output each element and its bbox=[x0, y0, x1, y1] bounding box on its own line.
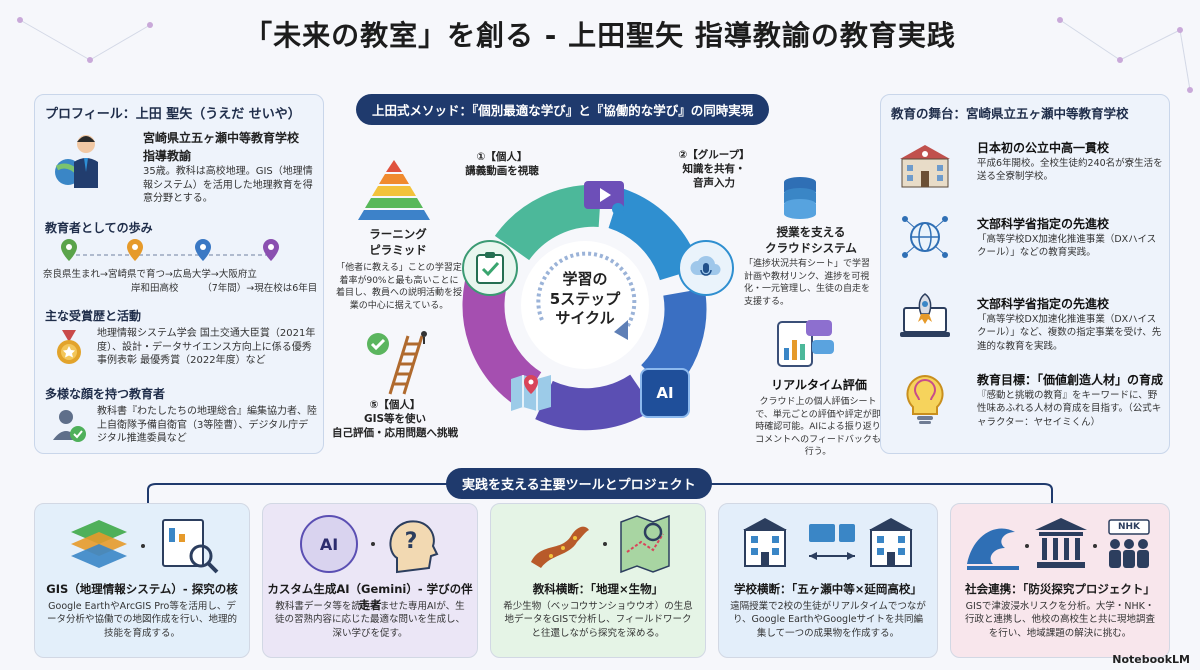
school-item-3-title: 教育目標：「価値創造人材」の育成 bbox=[977, 373, 1164, 387]
card-disaster-title: 社会連携：「防災探究プロジェクト」 bbox=[965, 582, 1155, 596]
card-disaster-desc: GISで津波浸水リスクを分析。大学・NHK・行政と連携し、他校の高校生と共に現地… bbox=[964, 601, 1155, 639]
learning-pyramid-icon bbox=[358, 160, 430, 220]
school-item-1-title: 文部科学省指定の先進校 bbox=[977, 217, 1110, 231]
realtime-desc: クラウド上の個人評価シートで、単元ごとの評価や評定が即時確認可能。AIによる振り… bbox=[755, 397, 881, 458]
cloud-mic-icon bbox=[678, 240, 734, 296]
nhk-badge: NHK bbox=[1117, 522, 1141, 532]
cycle-title: 学習の 5ステップ サイクル bbox=[549, 270, 621, 327]
tools-header: 実践を支える主要ツールとプロジェクト bbox=[446, 468, 712, 499]
ai-chip-icon: AI bbox=[640, 368, 690, 418]
profile-header: プロフィール：上田 聖矢（うえだ せいや） bbox=[45, 107, 301, 122]
awards-desc: 地理情報システム学会 国土交通大臣賞（2021年度）、設計・データサイエンス方向… bbox=[97, 328, 316, 366]
card-cross-school-desc: 遠隔授業で2校の生徒がリアルタイムでつながり、Google EarthやGoog… bbox=[730, 601, 926, 639]
school-item-2-title: 文部科学省指定の先進校 bbox=[977, 297, 1110, 311]
school-header: 教育の舞台：宮崎県立五ヶ瀬中等教育学校 bbox=[891, 106, 1129, 121]
career-title: 教育者としての歩み bbox=[45, 221, 153, 235]
globe-network-icon bbox=[897, 209, 953, 265]
school-item-0-desc: 平成6年開校。全校生徒約240名が寮生活を送る全寮制学校。 bbox=[977, 158, 1163, 183]
notebooklm-brand: NotebookLM bbox=[1112, 653, 1190, 666]
faces-title: 多様な顔を持つ教育者 bbox=[45, 387, 166, 401]
medal-icon bbox=[49, 327, 89, 367]
pyramid-desc: 「他者に教える」ことの学習定着率が90%と最も高いことに着目し、教員への説明活動… bbox=[336, 263, 463, 311]
role-label: 指導教諭 bbox=[143, 149, 192, 163]
card-cross-school-title: 学校横断：「五ヶ瀬中等×延岡高校」 bbox=[734, 582, 922, 596]
card-gis-title: GIS（地理情報システム）- 探究の核 bbox=[46, 582, 238, 596]
salamander-map-icon bbox=[531, 514, 670, 574]
card-geo-bio-title: 教科横断：「地理×生物」 bbox=[532, 582, 664, 596]
profile-desc: 35歳。教科は高校地理。GIS（地理情報システム）を活用した地理教育を得意分野と… bbox=[143, 166, 313, 204]
career-timeline bbox=[61, 239, 279, 261]
svg-text:AI: AI bbox=[320, 535, 338, 554]
school-item-3-desc: 『感動と挑戦の教育』をキーワードに、野性味あふれる人材の育成を目指す。（公式キャ… bbox=[977, 390, 1162, 428]
cloud-desc: 「進捗状況共有シート」で学習計画や教材リンク、進捗を可視化・一元管理し、生徒の自… bbox=[744, 259, 871, 307]
rocket-laptop-icon bbox=[897, 287, 953, 343]
card-gis-desc: Google EarthやArcGIS Pro等を活用し、データ分析や協働での地… bbox=[46, 601, 237, 639]
page-title: 「未来の教室」を創る - 上田聖矢 指導教諭の教育実践 bbox=[244, 19, 956, 52]
card-geo-bio-desc: 希少生物（ベッコウサンショウウオ）の生息地データをGISで分析し、フィールドワー… bbox=[503, 601, 693, 639]
user-check-icon bbox=[49, 405, 89, 445]
career-line-2: 岸和田高校 （7年間）→現在校は6年目 bbox=[131, 283, 318, 294]
card-gis: GIS（地理情報システム）- 探究の核 Google EarthやArcGIS … bbox=[34, 503, 250, 658]
school-building-icon bbox=[895, 141, 955, 191]
faces-desc: 教科書『わたしたちの地理総合』編集協力者、陸上自衛隊予備自衛官（3等陸曹）、デジ… bbox=[97, 406, 317, 444]
ai-brain-icon: AI ? bbox=[300, 515, 439, 574]
two-schools-icon bbox=[743, 518, 913, 567]
svg-text:?: ? bbox=[405, 529, 418, 554]
career-line-1: 奈良県生まれ→宮崎県で育つ→広島大学→大阪府立 bbox=[43, 269, 257, 280]
dashboard-chat-icon bbox=[777, 320, 834, 367]
step2-label: ②【グループ】 知識を共有・ 音声入力 bbox=[678, 149, 750, 190]
school-name: 宮崎県立五ヶ瀬中等教育学校 bbox=[143, 131, 300, 145]
wave-institution-icon bbox=[967, 518, 1150, 570]
step5-label: ⑤【個人】 GIS等を使い 自己評価・応用問題へ挑戦 bbox=[332, 399, 458, 440]
realtime-title: リアルタイム評価 bbox=[771, 378, 867, 392]
video-lecture-icon bbox=[576, 172, 632, 222]
card-ai-title: カスタム生成AI（Gemini）- 学びの伴走者 bbox=[267, 582, 473, 612]
map-pin-icon bbox=[506, 368, 556, 414]
card-ai-desc: 教科書データ等を読み込ませた専用AIが、生徒の習熟内容に応じた最適な問いを生成し… bbox=[274, 601, 465, 639]
awards-title: 主な受賞歴と活動 bbox=[45, 309, 142, 323]
card-ai: AI ? カスタム生成AI（Gemini）- 学びの伴走者 教科書データ等を読み… bbox=[262, 503, 478, 658]
server-stack-icon bbox=[784, 177, 816, 219]
school-panel: 教育の舞台：宮崎県立五ヶ瀬中等教育学校 日本初の公立中高一貫校 平成6年開校。全… bbox=[880, 94, 1170, 454]
school-item-0-title: 日本初の公立中高一貫校 bbox=[977, 141, 1110, 155]
profile-panel: プロフィール：上田 聖矢（うえだ せいや） 宮崎県立五ヶ瀬中等教育学校 指導教諭… bbox=[34, 94, 324, 454]
checklist-icon bbox=[462, 240, 518, 296]
card-geo-bio: 教科横断：「地理×生物」 希少生物（ベッコウサンショウウオ）の生息地データをGI… bbox=[490, 503, 706, 658]
ladder-check-icon bbox=[367, 331, 427, 395]
card-disaster: NHK 社会連携：「防災探究プロジェクト」 GISで津波浸水リスクを分析。大学・… bbox=[950, 503, 1170, 658]
ai-chip-label: AI bbox=[656, 384, 674, 402]
step1-label: ①【個人】 講義動画を視聴 bbox=[465, 151, 539, 178]
method-header: 上田式メソッド：『個別最適な学び』と『協働的な学び』の同時実現 bbox=[356, 94, 770, 125]
school-item-2-desc: 「高等学校DX加速化推進事業（DXハイスクール）」など、複数の指定事業を受け、先… bbox=[977, 314, 1162, 352]
pyramid-title: ラーニング ピラミッド bbox=[369, 227, 427, 257]
brain-bulb-icon bbox=[897, 371, 953, 427]
school-item-1-desc: 「高等学校DX加速化推進事業（DXハイスクール）」などの教育実践。 bbox=[977, 234, 1157, 259]
teacher-avatar-icon bbox=[47, 127, 111, 191]
cloud-title: 授業を支える クラウドシステム bbox=[765, 225, 857, 255]
gis-layers-icon bbox=[71, 519, 219, 574]
card-cross-school: 学校横断：「五ヶ瀬中等×延岡高校」 遠隔授業で2校の生徒がリアルタイムでつながり… bbox=[718, 503, 938, 658]
